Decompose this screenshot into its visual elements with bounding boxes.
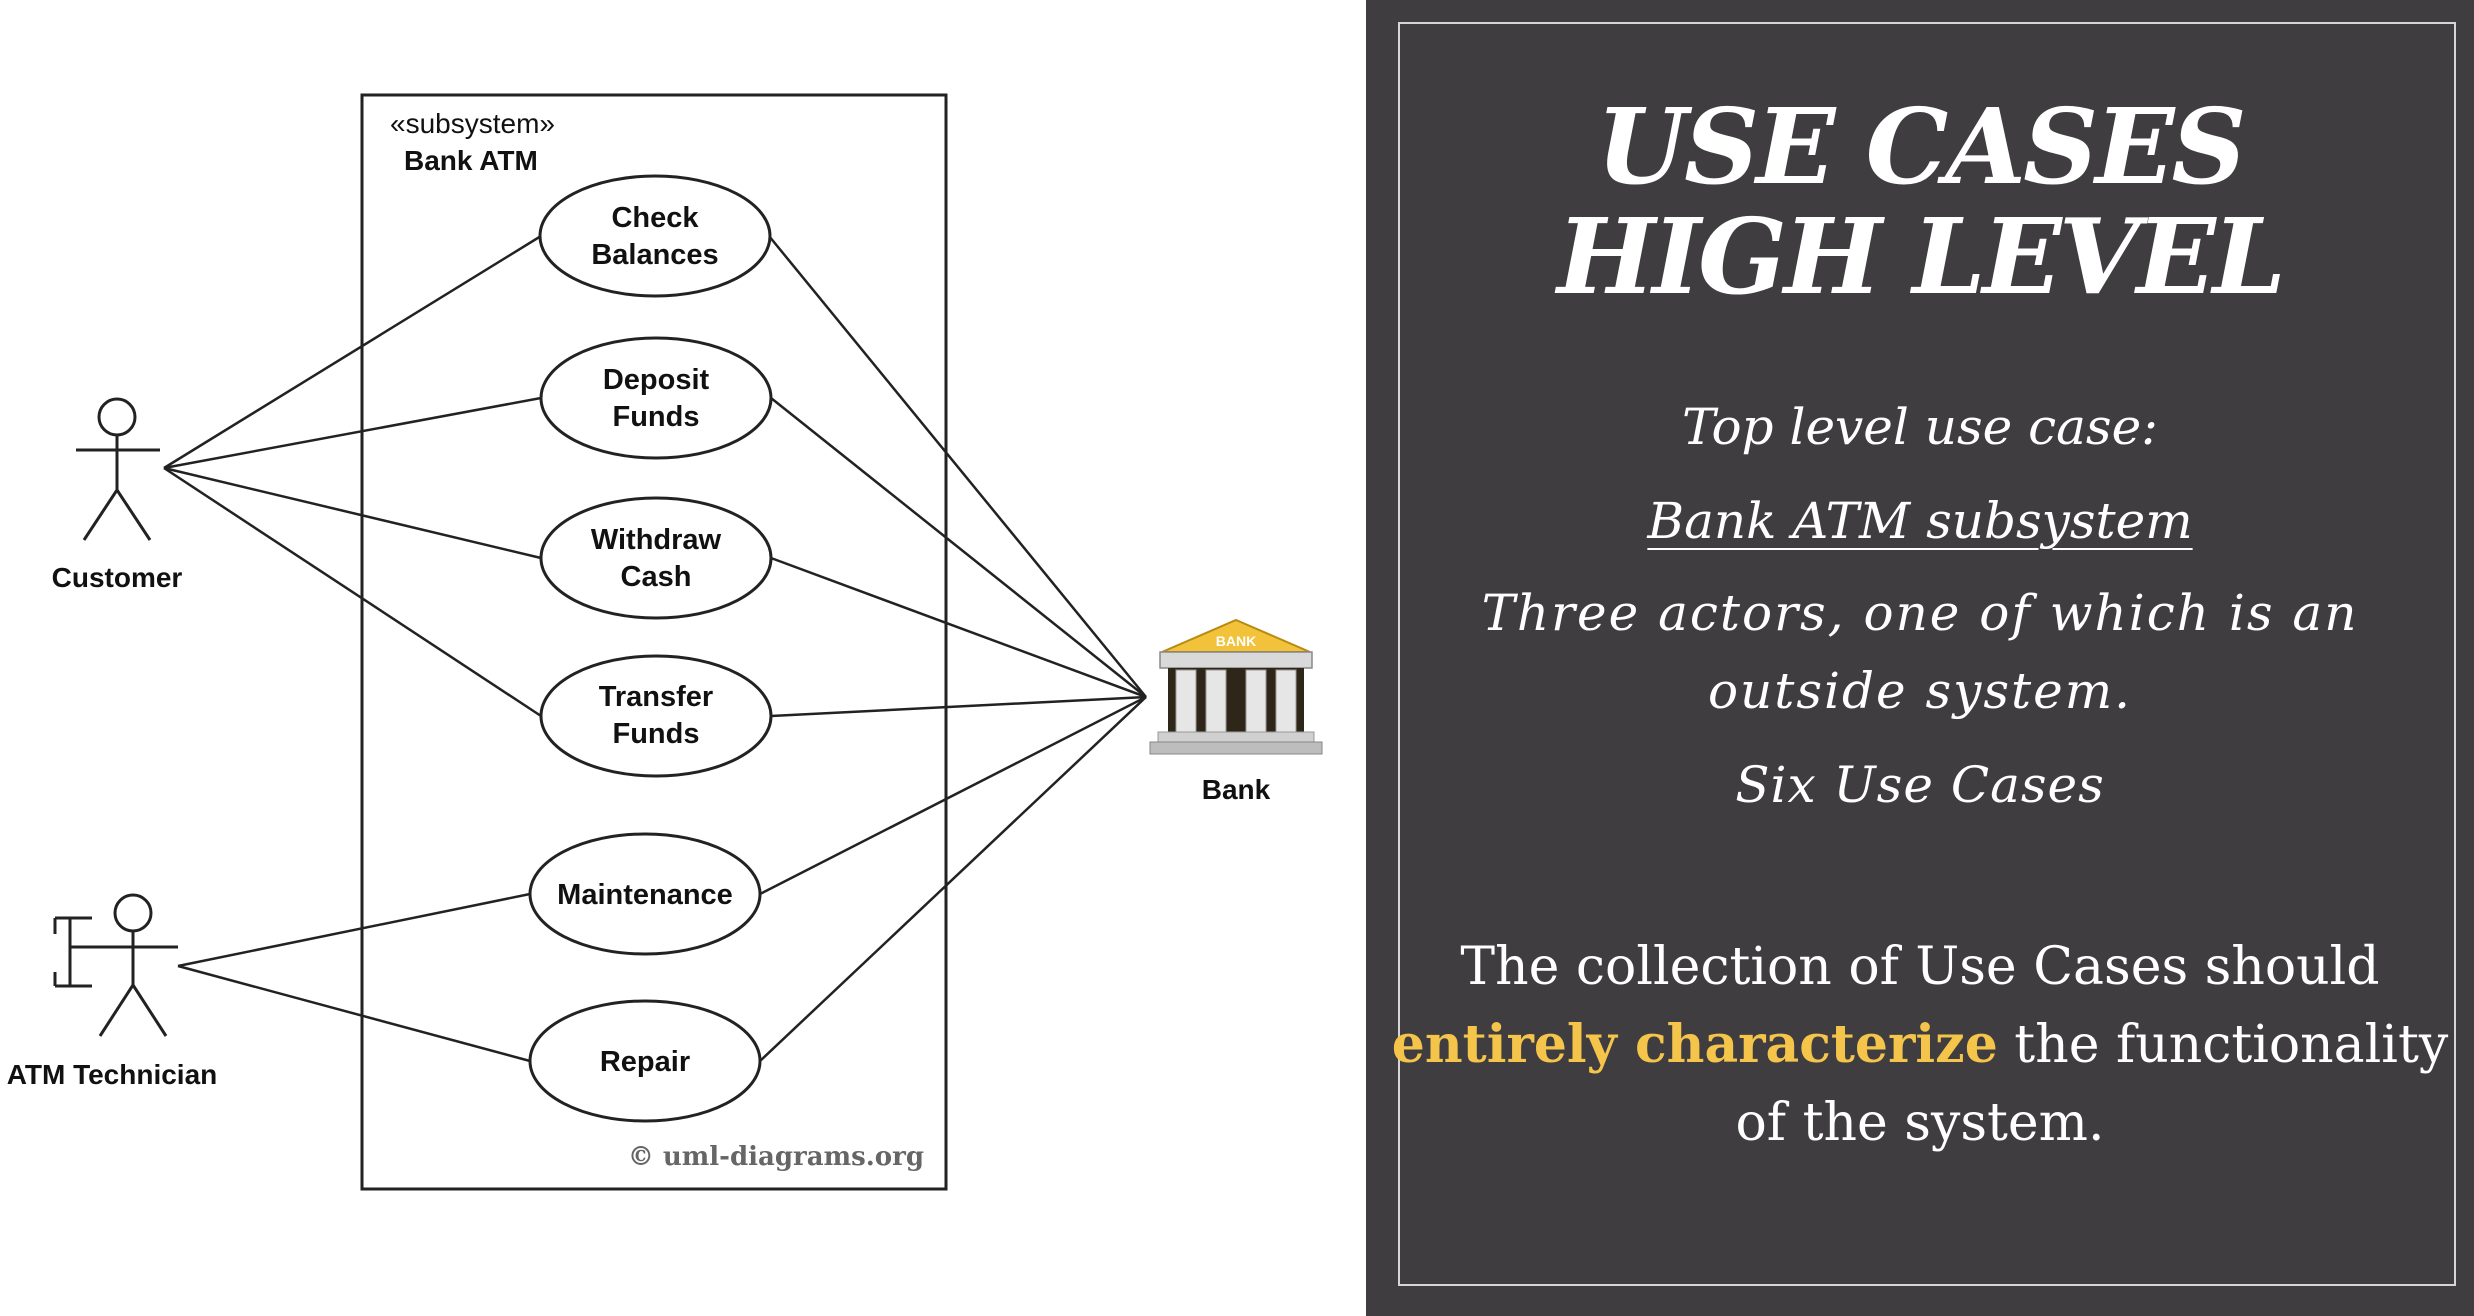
- use-case-label: Cash: [621, 561, 692, 593]
- use-case-label: Withdraw: [591, 524, 722, 556]
- title-line-1: USE CASES: [1596, 85, 2246, 208]
- technician-actor-icon: [53, 893, 178, 1037]
- subtitle-subsystem-link: Bank ATM subsystem: [1366, 482, 2474, 560]
- actors-line-2: outside system.: [1707, 662, 2133, 720]
- slide-title: USE CASES HIGH LEVEL: [1366, 92, 2474, 312]
- use-case-maintenance: [528, 832, 762, 956]
- use-case-diagram: «subsystem» Bank ATM: [7, 93, 1323, 1191]
- use-case-label: Repair: [600, 1046, 690, 1078]
- customer-label: Customer: [52, 562, 183, 593]
- assoc-customer-transfer: [163, 466, 542, 718]
- bank-sign: BANK: [1216, 633, 1256, 649]
- use-case-label: Deposit: [603, 364, 710, 396]
- use-case-check-balances: [538, 174, 772, 298]
- assoc-customer-check: [163, 234, 542, 470]
- technician-label: ATM Technician: [7, 1059, 218, 1090]
- assoc-bank-withdraw: [770, 556, 1147, 699]
- assoc-technician-repair: [177, 964, 531, 1063]
- subsystem-underlined-text: Bank ATM subsystem: [1647, 492, 2193, 550]
- use-case-withdraw-cash: [539, 496, 773, 620]
- use-case-label: Maintenance: [557, 879, 733, 911]
- subtitle-top-level: Top level use case:: [1681, 398, 2159, 456]
- use-case-transfer-funds: [539, 654, 773, 778]
- stereotype-label: «subsystem»: [390, 108, 555, 139]
- highlighted-phrase: entirely characterize: [1391, 1014, 1998, 1075]
- use-case-label: Balances: [591, 239, 718, 271]
- subsystem-name: Bank ATM: [404, 145, 538, 176]
- assoc-bank-maintenance: [759, 695, 1147, 896]
- use-case-label: Transfer: [599, 681, 713, 713]
- assoc-bank-check: [768, 235, 1147, 698]
- uml-diagram-panel: «subsystem» Bank ATM: [6, 93, 1323, 1191]
- use-case-label: Check: [611, 202, 699, 234]
- use-case-repair: [528, 999, 762, 1123]
- use-case-label: Funds: [613, 718, 700, 750]
- summary-note: The collection of Use Cases should entir…: [1366, 928, 2474, 1162]
- actors-line-1: Three actors, one of which is an: [1481, 584, 2359, 642]
- assoc-bank-deposit: [770, 397, 1147, 698]
- assoc-technician-maintenance: [177, 892, 531, 968]
- subtitle-actors: Three actors, one of which is an outside…: [1366, 574, 2474, 730]
- slide-text-panel: USE CASES HIGH LEVEL Top level use case:…: [1366, 0, 2474, 1316]
- title-line-2: HIGH LEVEL: [1557, 195, 2286, 318]
- note-line-1: The collection of Use Cases should: [1460, 937, 2380, 997]
- assoc-customer-deposit: [163, 396, 542, 470]
- note-line-3: of the system.: [1735, 1093, 2105, 1153]
- use-case-label: Funds: [613, 401, 700, 433]
- assoc-bank-repair: [759, 696, 1147, 1062]
- assoc-bank-transfer: [770, 695, 1147, 718]
- bank-label: Bank: [1202, 774, 1271, 805]
- customer-actor-icon: [76, 397, 160, 541]
- panel-frame: [1398, 22, 2456, 1286]
- assoc-customer-withdraw: [163, 466, 542, 560]
- subtitle-six-use-cases: Six Use Cases: [1735, 756, 2105, 814]
- association-lines: [163, 234, 1147, 1063]
- note-line-2: entirely characterize the functionality: [1366, 1006, 2474, 1084]
- copyright-text: © uml-diagrams.org: [628, 1142, 924, 1172]
- note-line-2-rest: the functionality: [1997, 1015, 2449, 1075]
- use-case-deposit-funds: [539, 336, 773, 460]
- bank-building-icon: BANK: [1149, 618, 1323, 755]
